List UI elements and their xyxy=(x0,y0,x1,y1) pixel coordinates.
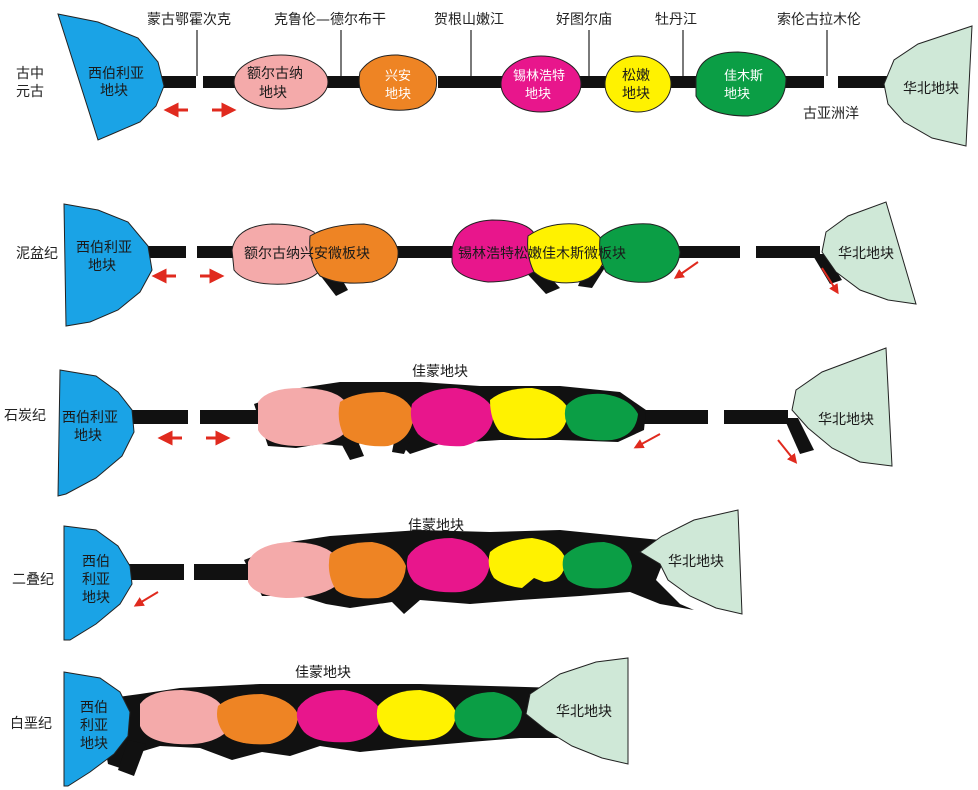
row-devonian: 泥盆纪 西伯利亚地块 额尔古纳兴安微板块 锡林浩特松嫩佳木斯微板块 华北地块 xyxy=(16,201,917,327)
row-permian: 二叠纪 西伯利亚地块 佳蒙地块 华北地块 xyxy=(12,509,743,641)
jiamusi-block xyxy=(695,51,787,117)
era-label-proterozoic: 古中元古 xyxy=(16,66,44,100)
suture-label-haotuermiao: 好图尔庙 xyxy=(556,12,612,28)
subducting-slab xyxy=(784,418,814,454)
erguna-block xyxy=(258,388,348,446)
north-china-label: 华北地块 xyxy=(818,412,874,428)
xilinhot-block xyxy=(406,538,490,593)
north-china-block xyxy=(821,201,917,305)
crust-segment xyxy=(668,76,698,88)
crust-segment xyxy=(438,76,506,88)
siberia-label: 西伯利亚地块 xyxy=(80,700,108,752)
erguna-block xyxy=(140,690,224,745)
north-china-block xyxy=(791,347,893,467)
north-china-block xyxy=(883,25,973,147)
suture-label-mongol-okhotsk: 蒙古鄂霍次克 xyxy=(147,12,231,28)
xilinhot-block xyxy=(500,55,582,113)
siberia-block xyxy=(63,671,131,787)
era-label-cretaceous: 白垩纪 xyxy=(10,716,52,732)
suture-label-kelulun: 克鲁伦—德尔布干 xyxy=(274,12,386,28)
songnen-block xyxy=(527,223,607,284)
north-china-block xyxy=(525,657,629,765)
songnen-block xyxy=(604,55,672,113)
era-label-devonian: 泥盆纪 xyxy=(16,246,58,262)
crust-segment xyxy=(126,564,184,580)
erguna-block xyxy=(233,54,329,110)
jiameng-label: 佳蒙地块 xyxy=(295,665,351,681)
devonian-left-plate-label: 额尔古纳兴安微板块 xyxy=(244,246,370,262)
songnen-block xyxy=(376,690,456,741)
xingan-block xyxy=(217,694,298,745)
siberia-block xyxy=(63,203,153,327)
jiamusi-block xyxy=(564,393,638,441)
xilinhot-block xyxy=(296,690,382,743)
xingan-label: 兴安地块 xyxy=(385,69,411,102)
subducting-slab xyxy=(334,430,364,460)
devonian-right-plate-label: 锡林浩特松嫩佳木斯微板块 xyxy=(458,246,626,262)
crust-segment xyxy=(203,76,238,88)
songnen-block xyxy=(488,538,566,588)
row-carboniferous: 石炭纪 西伯利亚地块 佳蒙地块 华北地块 xyxy=(4,347,893,497)
songnen-block xyxy=(490,388,568,439)
siberia-label: 西伯利亚地块 xyxy=(62,410,118,444)
erguna-block xyxy=(248,542,336,598)
crust-segment xyxy=(724,410,788,424)
jiamusi-block xyxy=(454,692,522,739)
crust-segment xyxy=(194,564,250,580)
subducting-slab xyxy=(812,254,842,284)
motion-arrow xyxy=(673,261,699,279)
siberia-label: 西伯利亚地块 xyxy=(88,66,144,99)
jiameng-label: 佳蒙地块 xyxy=(412,364,468,380)
crust-segment xyxy=(200,410,258,424)
north-china-label: 华北地块 xyxy=(556,704,612,720)
jiamusi-block xyxy=(562,542,632,589)
crust-segment xyxy=(578,76,610,88)
suture-label-hegenshan: 贺根山嫩江 xyxy=(434,12,504,28)
siberia-block xyxy=(57,369,135,497)
siberia-label: 西伯利亚地块 xyxy=(76,240,132,274)
north-china-label: 华北地块 xyxy=(838,246,894,262)
row-cretaceous: 白垩纪 西伯利亚地块 佳蒙地块 华北地块 xyxy=(10,657,629,787)
suture-label-mudanjiang: 牡丹江 xyxy=(655,12,697,28)
xingan-block xyxy=(358,54,438,111)
subducting-slab xyxy=(118,740,146,776)
era-label-permian: 二叠纪 xyxy=(12,572,54,588)
motion-arrow xyxy=(133,591,159,607)
jiamusi-label: 佳木斯地块 xyxy=(724,69,763,102)
xingan-block xyxy=(309,223,399,284)
siberia-block xyxy=(57,13,165,141)
north-china-block xyxy=(639,509,743,615)
crust-segment xyxy=(130,410,188,424)
crust-segment xyxy=(140,246,186,258)
paleo-asian-ocean-label: 古亚洲洋 xyxy=(803,106,859,122)
north-china-label: 华北地块 xyxy=(903,81,959,97)
crust-segment xyxy=(640,410,708,424)
siberia-block xyxy=(63,525,133,641)
xilinhot-block xyxy=(410,388,494,447)
era-label-carboniferous: 石炭纪 xyxy=(4,408,46,424)
jiameng-label: 佳蒙地块 xyxy=(408,518,464,534)
crust-segment xyxy=(838,76,898,88)
motion-arrow xyxy=(633,433,661,449)
xingan-block xyxy=(338,392,414,447)
crust-segment xyxy=(778,76,824,88)
motion-arrow xyxy=(821,267,839,295)
suture-label-solonker: 索伦古拉木伦 xyxy=(777,11,861,28)
crust-segment xyxy=(392,246,458,258)
motion-arrow xyxy=(777,439,798,464)
siberia-label: 西伯利亚地块 xyxy=(82,554,110,606)
jiamusi-block xyxy=(599,223,681,283)
xilinhot-label: 锡林浩特地块 xyxy=(513,69,565,102)
erguna-label: 额尔古纳地块 xyxy=(247,66,303,101)
crust-segment xyxy=(672,246,740,258)
crust-segment xyxy=(197,246,237,258)
row-proterozoic: 古中元古 西伯利亚地块 额尔古纳地块 兴安地块 锡林浩特地块 松嫩地块 佳木斯地… xyxy=(16,11,973,147)
crust-segment xyxy=(756,246,820,258)
songnen-label: 松嫩地块 xyxy=(622,68,650,102)
north-china-label: 华北地块 xyxy=(668,554,724,570)
xingan-block xyxy=(328,542,406,599)
